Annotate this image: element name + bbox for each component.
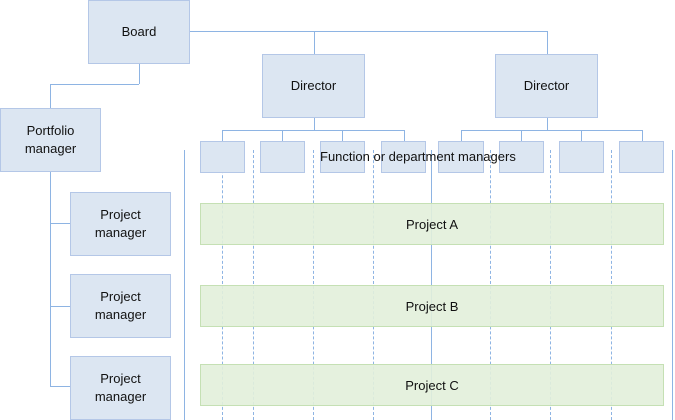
- connector-pm-1: [50, 223, 70, 224]
- portfolio-manager-box: Portfolio manager: [0, 108, 101, 172]
- department-manager-box: [438, 141, 484, 173]
- project-bar-c: Project C: [200, 364, 664, 406]
- board-label: Board: [121, 24, 157, 39]
- connector-director-1-down: [314, 118, 315, 130]
- department-manager-box: [499, 141, 544, 173]
- connector-pm-trunk: [50, 172, 51, 386]
- portfolio-manager-label-line-2: manager: [24, 141, 77, 156]
- connector-director-2-down: [547, 118, 548, 130]
- connector-dept-4: [404, 130, 405, 141]
- project-manager-1-label-line-1: Project: [100, 207, 141, 222]
- connector-dept-8: [642, 130, 643, 141]
- project-manager-2-label-line-2: manager: [94, 307, 147, 322]
- director-box-1: Director: [262, 54, 365, 118]
- project-manager-3-label-line-1: Project: [100, 371, 141, 386]
- project-bar-b: Project B: [200, 285, 664, 327]
- department-manager-box: [381, 141, 426, 173]
- project-manager-box-3: Project manager: [70, 356, 171, 420]
- connector-dept-6: [521, 130, 522, 141]
- department-manager-box: [260, 141, 305, 173]
- connector-dept-5: [461, 130, 462, 141]
- connector-board-down: [139, 64, 140, 84]
- project-a-label: Project A: [405, 216, 459, 232]
- project-manager-1-label-line-2: manager: [94, 225, 147, 240]
- project-c-label: Project C: [405, 377, 459, 393]
- connector-director-2-bar: [461, 130, 642, 131]
- connector-director-1-bar: [222, 130, 404, 131]
- connector-board-right: [190, 31, 547, 32]
- function-managers-label: Function or department managers: [320, 149, 516, 164]
- connector-portfolio-drop: [50, 84, 51, 108]
- department-manager-box: [200, 141, 245, 173]
- department-manager-box: [320, 141, 365, 173]
- matrix-right-border: [672, 150, 673, 420]
- project-manager-box-2: Project manager: [70, 274, 171, 338]
- project-bar-a: Project A: [200, 203, 664, 245]
- board-box: Board: [88, 0, 190, 64]
- project-manager-2-label-line-1: Project: [100, 289, 141, 304]
- connector-dept-2: [282, 130, 283, 141]
- connector-dept-7: [581, 130, 582, 141]
- director-box-2: Director: [495, 54, 598, 118]
- connector-pm-2: [50, 306, 70, 307]
- connector-portfolio-top: [50, 84, 139, 85]
- connector-pm-3: [50, 386, 70, 387]
- project-b-label: Project B: [405, 298, 459, 314]
- connector-director-2-drop: [547, 31, 548, 54]
- portfolio-manager-label-line-1: Portfolio: [26, 123, 75, 138]
- director-1-label: Director: [290, 78, 337, 93]
- connector-dept-1: [222, 130, 223, 141]
- connector-director-1-drop: [314, 31, 315, 54]
- project-manager-3-label-line-2: manager: [94, 389, 147, 404]
- director-2-label: Director: [523, 78, 570, 93]
- department-manager-box: [559, 141, 604, 173]
- matrix-left-border: [184, 150, 185, 420]
- department-manager-box: [619, 141, 664, 173]
- project-manager-box-1: Project manager: [70, 192, 171, 256]
- connector-dept-3: [342, 130, 343, 141]
